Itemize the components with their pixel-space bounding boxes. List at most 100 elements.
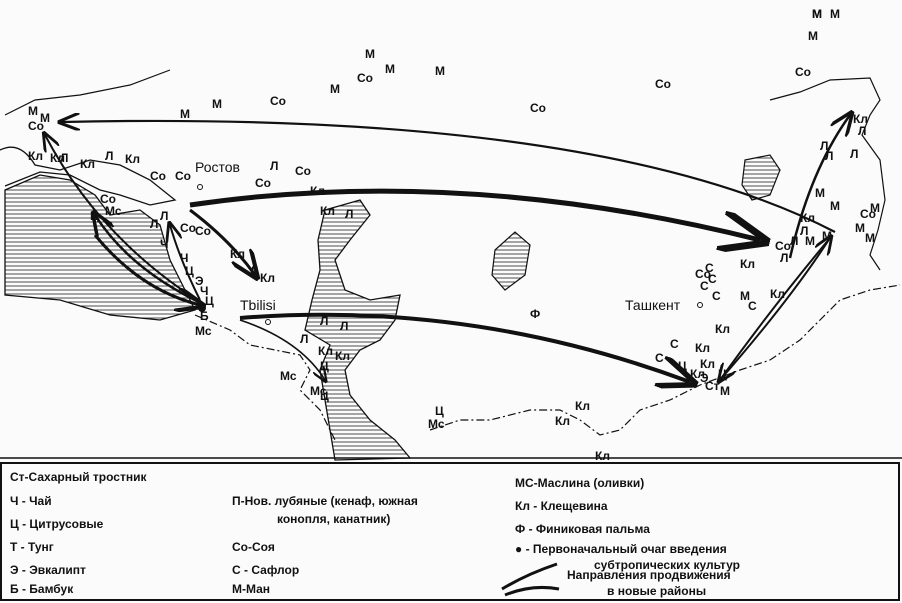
crop-label: Кл [595,449,610,463]
caspian-sea [304,199,412,461]
crop-label: М [822,229,832,243]
crop-label: Кл [690,367,705,381]
crop-label: Л [858,124,866,138]
crop-label: Кл [695,341,710,355]
crop-label: Л [345,207,353,221]
crop-label: Со [795,65,811,79]
crop-label: М [435,64,445,78]
crop-label: Кл [335,349,350,363]
arrow-caucasus-to-central-asia [239,312,690,382]
crop-label: Л [790,234,798,248]
crop-label: Со [530,101,546,115]
crop-label: Со [655,77,671,91]
origin-focus-icon: ● [515,542,523,556]
crop-label: С [705,261,714,275]
crop-label: М [365,47,375,61]
crop-label: М [720,384,730,398]
crop-label: М [808,29,818,43]
crop-label: М [855,221,865,235]
crop-label: Мс [280,369,297,383]
crop-label: Со [860,207,876,221]
crop-label: Л [340,319,348,333]
crop-label: С [712,289,721,303]
legend-item: Ст-Сахарный тростник [10,470,147,484]
crop-label: С [708,272,717,286]
crop-label: С [655,351,664,365]
legend-item: ● - Первоначальный очаг введения [515,542,727,556]
legend-item: Направления продвижения [567,568,731,582]
crop-label: Ч [200,284,208,298]
crop-label: С [748,299,757,313]
crop-label: Л [105,149,113,163]
legend-item: Э - Эвкалипт [10,563,86,577]
crop-label: Кл [125,152,140,166]
arrow-caucasus-north [170,225,201,301]
city-dot-rostov [197,184,203,190]
northern-coast [4,69,886,271]
crop-label: М [830,199,840,213]
crop-label: М [212,97,222,111]
city-dot-tbilisi [265,319,271,325]
crop-label: М [385,62,395,76]
arrow-rostov-south [189,208,255,275]
crop-label: М [812,7,822,21]
legend-item: МС-Маслина (оливки) [515,476,645,490]
crop-label: Кл [700,357,715,371]
crop-label: Ц [320,389,329,403]
legend-item: Кл - Клещевина [515,499,608,513]
crop-label: Ц [320,359,329,373]
crop-label: Со [100,192,116,206]
crop-label: М [870,201,880,215]
crop-label: Л [270,159,278,173]
crop-label: Э [700,371,709,385]
legend-item: М-Ман [232,582,271,596]
crop-label: М [28,104,38,118]
crop-label: Со [775,239,791,253]
crop-label: Л [820,139,828,153]
arrow-fe-north [788,115,850,259]
legend-item: Т - Тунг [10,540,54,554]
legend-item: П-Нов. лубяные (кенаф, южная [232,494,418,508]
legend-item: Б - Бамбук [10,582,74,596]
crop-label: Кл [800,211,815,225]
legend-item: Ц - Цитрусовые [10,517,104,531]
crop-label: М [40,111,50,125]
crop-label: Л [60,151,68,165]
crop-label: Л [300,332,308,346]
crop-label: Кл [50,151,65,165]
crop-label: М [330,82,340,96]
crop-label: М [805,234,815,248]
southern-border [194,284,901,441]
legend-text: - Первоначальный очаг введения [525,542,727,556]
arrow-rostov-to-far-east [189,188,760,240]
crop-label: Ц [185,264,194,278]
crop-label: Мс [428,417,445,431]
origin-focus-marker [198,304,206,312]
city-label: Ростов [195,159,240,175]
crop-label: Со [150,169,166,183]
crop-label: Л [800,224,808,238]
crop-label: Ч [160,237,168,251]
crop-label: Со [295,164,311,178]
legend: Ст-Сахарный тростник Ч - Чай Ц - Цитрусо… [0,462,900,601]
crop-label: Л [825,149,833,163]
crop-label: М [812,7,822,21]
crop-label: Л [250,264,258,278]
legend-item: Ф - Финиковая пальма [515,522,650,536]
arrow-caucasus-caspian [239,319,325,380]
diffusion-arrows [45,115,850,382]
crop-label: Со [357,71,373,85]
arrow-central-asia-to-fe [719,238,830,381]
crop-label: Со [695,267,711,281]
crop-label: Б [200,309,209,323]
crop-label: Л [850,147,858,161]
legend-item: конопля, канатник) [277,512,391,526]
arrow-fe-to-central-asia [720,237,831,380]
crop-label: Со [28,119,44,133]
arrow-crimea-caucasus [93,234,200,305]
legend-item: субтропических культур [594,558,740,572]
crop-label: Кл [318,344,333,358]
crop-label: Ц [718,367,727,381]
crop-label: М [865,231,875,245]
